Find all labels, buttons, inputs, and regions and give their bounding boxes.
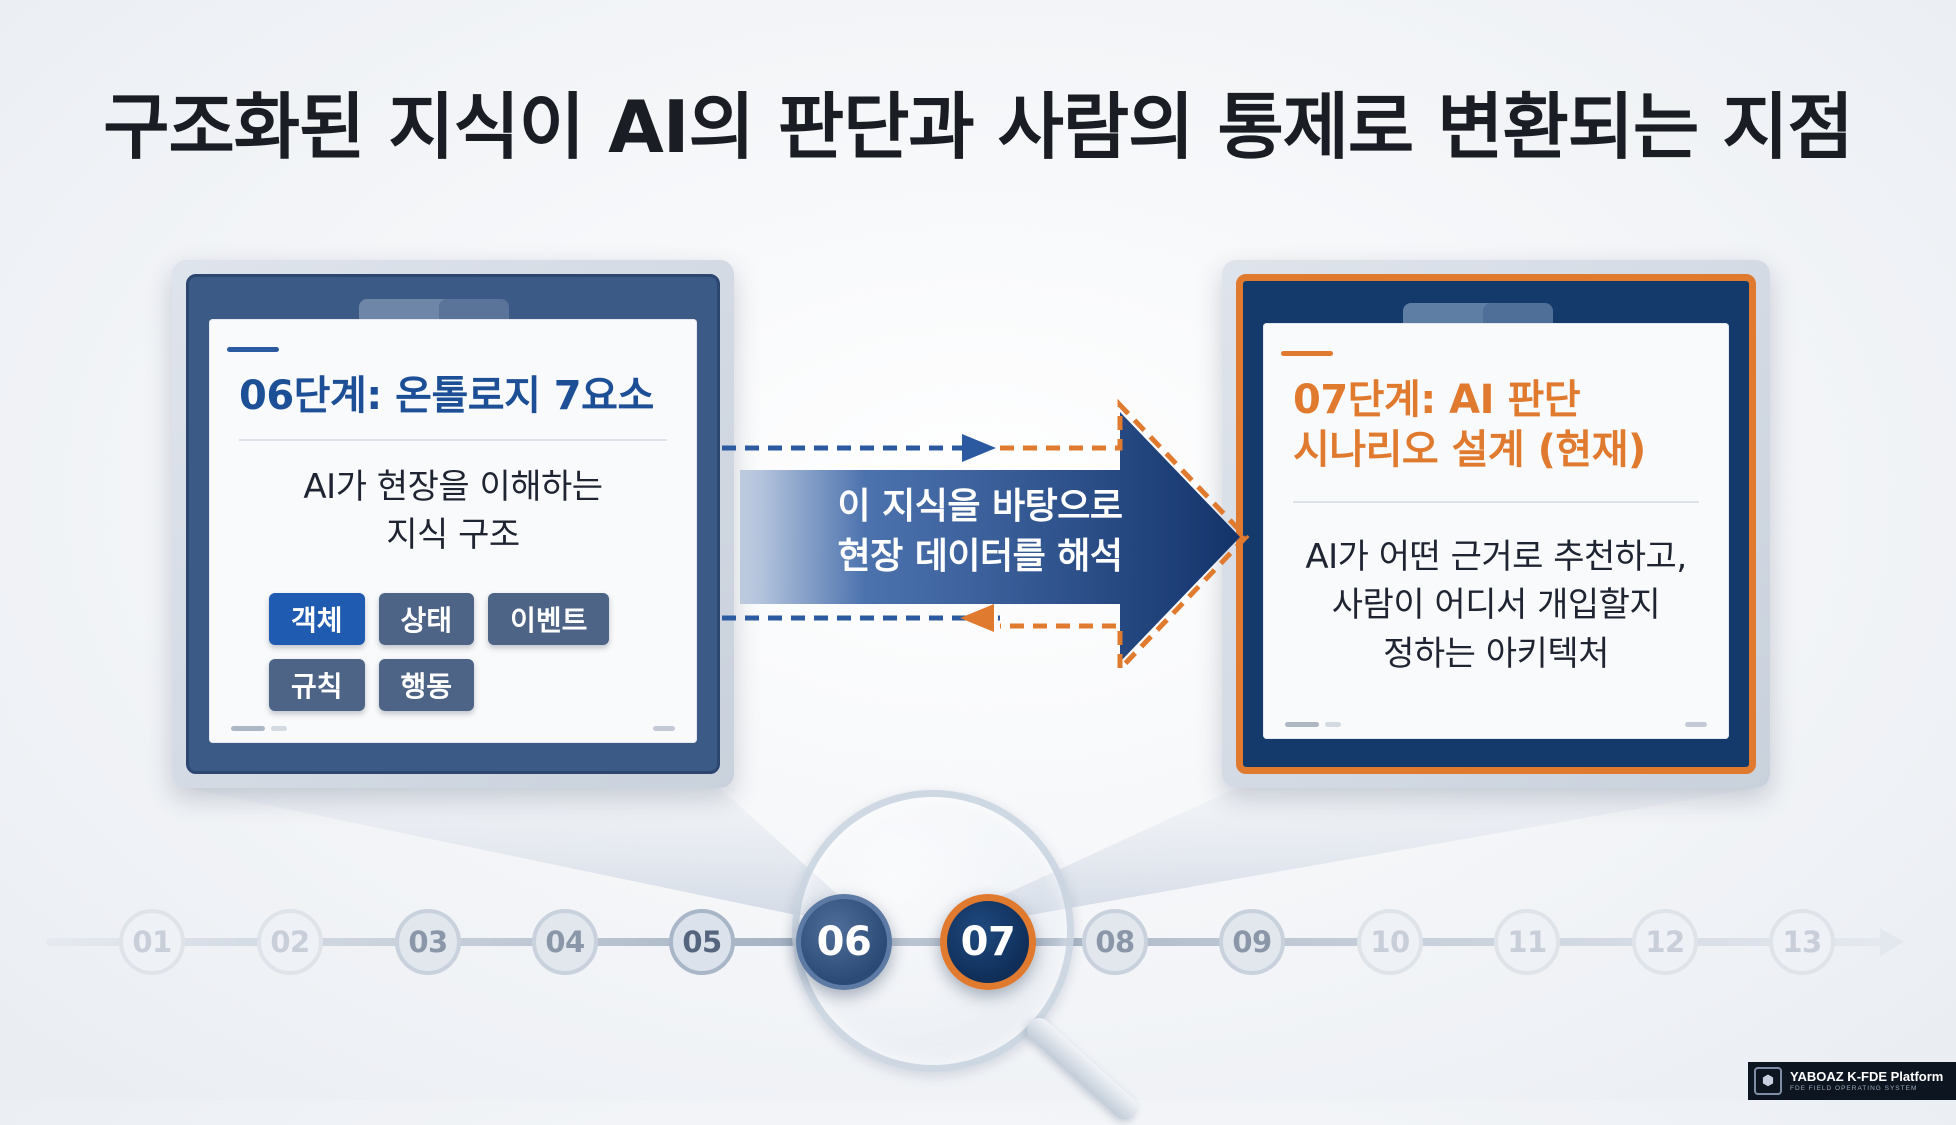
divider [1293,501,1699,503]
sheet-footer-mark [1325,722,1341,727]
platform-subtitle: FDE FIELD OPERATING SYSTEM [1790,1084,1918,1092]
timeline-step-05: 05 [669,909,735,975]
timeline-step-12: 12 [1632,909,1698,975]
timeline-step-02: 02 [257,909,323,975]
arrow-body [740,412,1240,662]
chip-rule: 규칙 [269,659,365,711]
stage-06-heading: 06단계: 온톨로지 7요소 [239,373,654,419]
stage-06-card-body: 06단계: 온톨로지 7요소 AI가 현장을 이해하는 지식 구조 객체 상태 … [186,274,720,774]
platform-logo-icon: ⬢ [1754,1067,1782,1095]
timeline-step-09: 09 [1219,909,1285,975]
arrowhead-back-icon [960,604,994,632]
connector-arrow [722,398,1250,676]
chip-state: 상태 [378,593,475,645]
arrow-outline-orange [1000,398,1250,676]
beam-right [960,788,1756,915]
sheet-footer-mark [653,726,675,731]
divider [239,439,667,441]
beam-left [186,788,860,915]
focus-beams [186,788,1756,915]
timeline-step-04: 04 [532,909,598,975]
timeline-step-03: 03 [395,909,461,975]
stage-06-description: AI가 현장을 이해하는 지식 구조 [303,467,603,556]
chip-event: 이벤트 [488,593,610,645]
stage-07-card: 07단계: AI 판단 시나리오 설계 (현재) AI가 어떤 근거로 추천하고… [1222,260,1770,788]
platform-badge: ⬢ YABOAZ K-FDE Platform FDE FIELD OPERAT… [1748,1062,1956,1100]
ontology-element-chips: 객체 상태 이벤트 규칙 행동 [269,593,639,711]
connector-label: 이 지식을 바탕으로 현장 데이터를 해석 [837,486,1123,578]
stage-07-heading: 07단계: AI 판단 시나리오 설계 (현재) [1293,377,1646,473]
timeline-step-07: 07 [940,894,1036,990]
chip-action: 행동 [378,659,475,711]
platform-name: YABOAZ K-FDE Platform [1790,1069,1944,1085]
chip-object: 객체 [269,593,365,645]
timeline-arrowhead-icon [1880,928,1904,956]
sheet-accent-bar [1281,351,1333,356]
timeline-step-08: 08 [1082,909,1148,975]
stage-07-description: AI가 어떤 근거로 추천하고, 사람이 어디서 개입할지 정하는 아키텍처 [1305,537,1687,674]
sheet-footer-mark [1285,722,1319,727]
timeline-step-01: 01 [119,909,185,975]
timeline-step-10: 10 [1357,909,1423,975]
card-sheet: 07단계: AI 판단 시나리오 설계 (현재) AI가 어떤 근거로 추천하고… [1263,323,1729,739]
stage-07-card-body: 07단계: AI 판단 시나리오 설계 (현재) AI가 어떤 근거로 추천하고… [1236,274,1756,774]
timeline-step-11: 11 [1494,909,1560,975]
timeline-step-06: 06 [796,894,892,990]
sheet-footer-mark [231,726,265,731]
sheet-footer-mark [271,726,287,731]
arrowhead-forward-icon [962,434,996,462]
page-title: 구조화된 지식이 AI의 판단과 사람의 통제로 변환되는 지점 [103,85,1854,169]
stage-06-card: 06단계: 온톨로지 7요소 AI가 현장을 이해하는 지식 구조 객체 상태 … [172,260,734,788]
timeline-step-13: 13 [1769,909,1835,975]
card-sheet: 06단계: 온톨로지 7요소 AI가 현장을 이해하는 지식 구조 객체 상태 … [209,319,697,743]
sheet-accent-bar [227,347,279,352]
sheet-footer-mark [1685,722,1707,727]
